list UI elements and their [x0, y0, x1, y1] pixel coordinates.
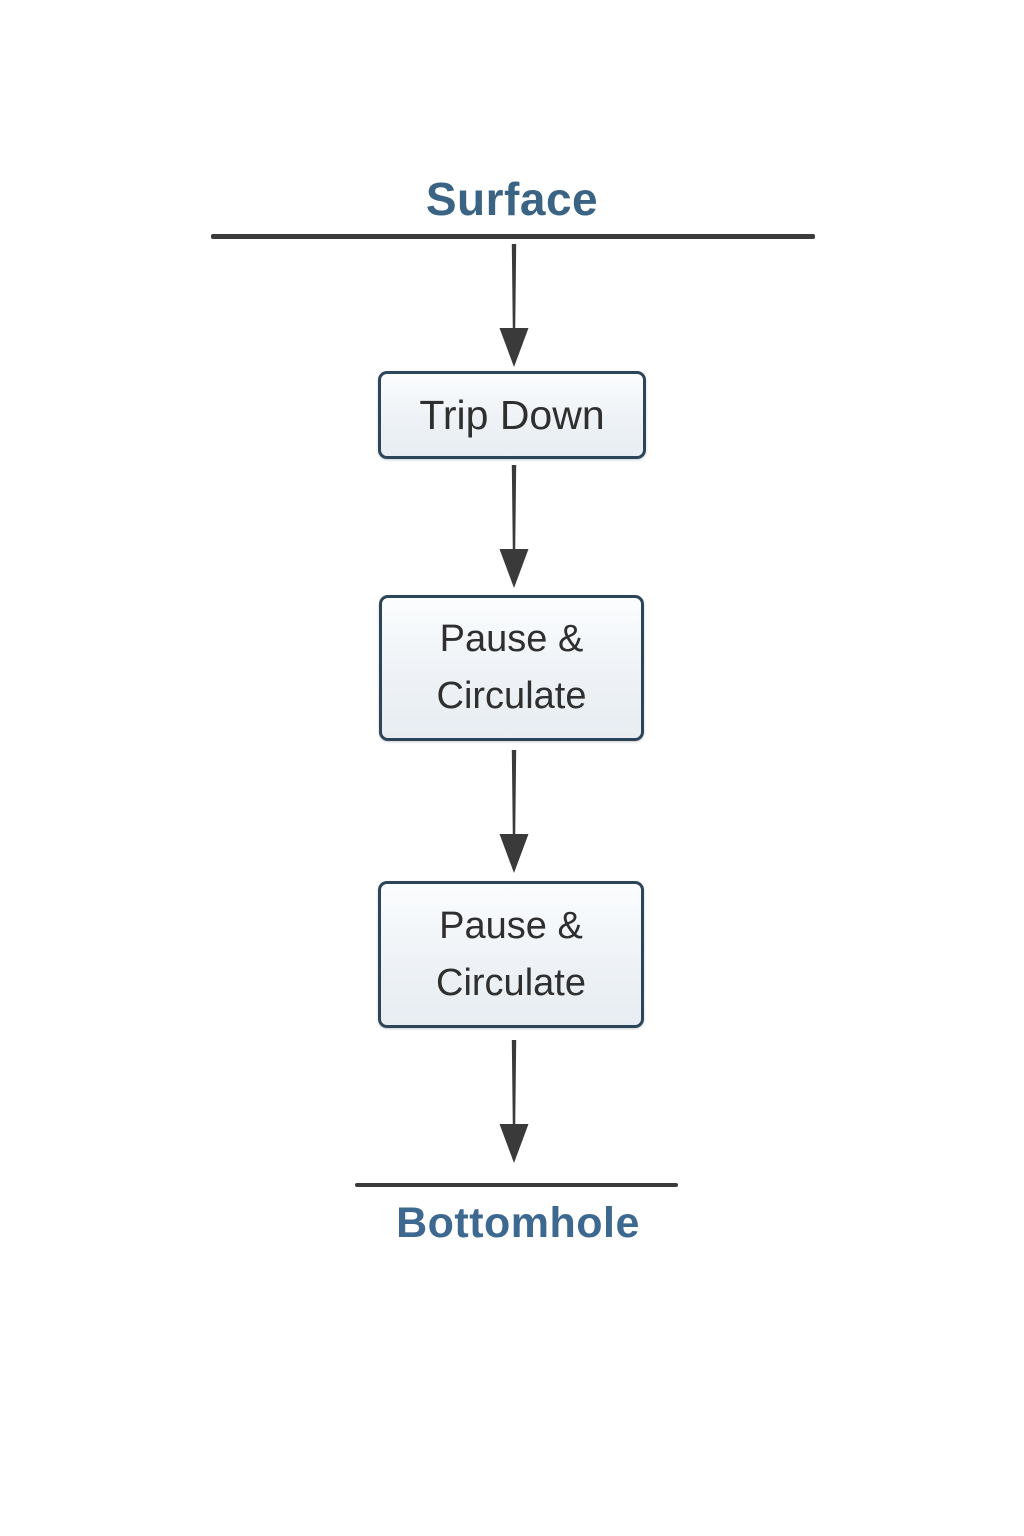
down-arrow-icon — [499, 465, 529, 588]
surface-label: Surface — [425, 173, 599, 225]
node-pause-circulate-1: Pause & Circulate — [379, 595, 644, 741]
bottomhole-boundary-line — [355, 1183, 678, 1187]
node-label: Pause & Circulate — [436, 618, 587, 717]
node-label: Pause & Circulate — [436, 904, 586, 1004]
down-arrow-icon — [499, 1040, 529, 1163]
surface-boundary-line — [211, 234, 815, 239]
down-arrow-icon — [499, 244, 529, 367]
node-pause-circulate-2: Pause & Circulate — [378, 881, 644, 1028]
node-trip-down: Trip Down — [378, 371, 646, 459]
down-arrow-icon — [499, 750, 529, 873]
node-label: Trip Down — [419, 391, 605, 438]
bottomhole-label: Bottomhole — [396, 1199, 640, 1247]
